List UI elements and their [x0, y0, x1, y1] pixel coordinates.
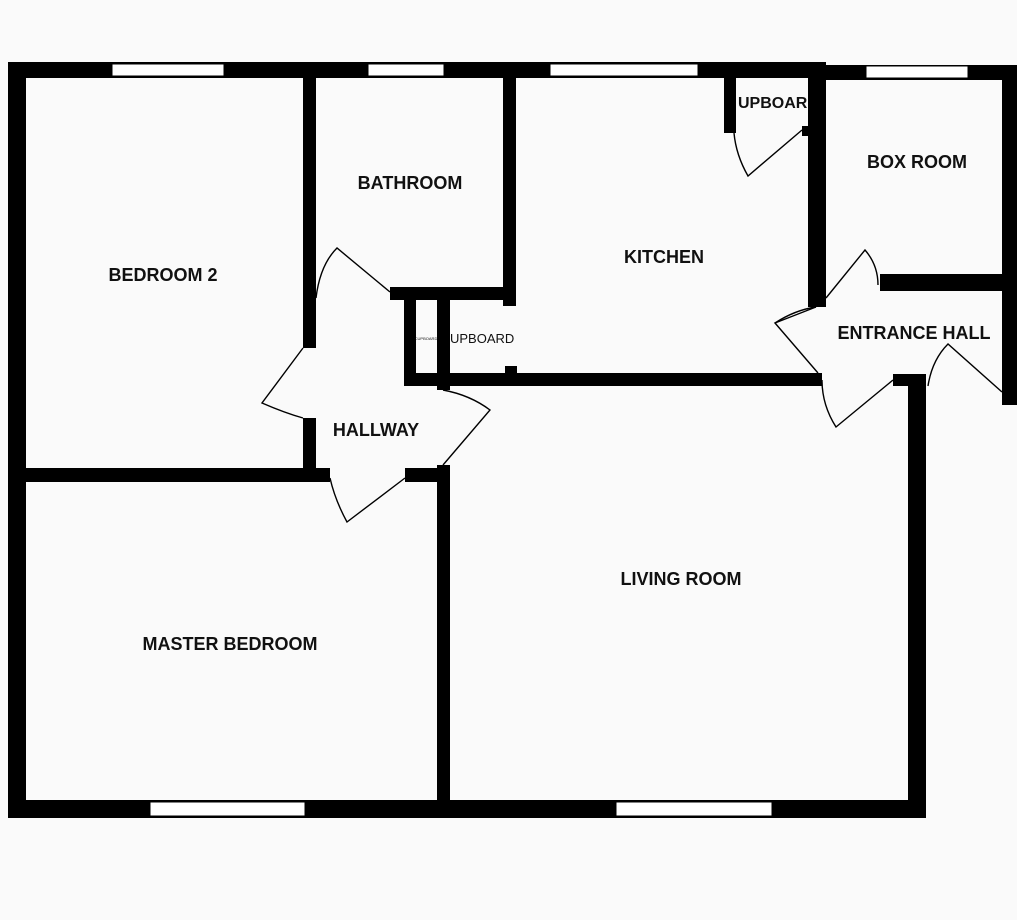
window [367, 63, 445, 77]
window [615, 801, 773, 817]
front-door [927, 343, 1003, 393]
label-living-room: LIVING ROOM [621, 569, 742, 589]
label-kitchen: KITCHEN [624, 247, 704, 267]
master-bedroom-door [329, 477, 406, 524]
window [549, 63, 699, 77]
kitchen-cupboard-door [733, 129, 803, 178]
label-bedroom-2: BEDROOM 2 [108, 265, 217, 285]
label-bathroom: BATHROOM [358, 173, 463, 193]
living-room-door [442, 389, 492, 466]
living-room-entry-door [821, 379, 894, 429]
windows [111, 63, 969, 817]
bathroom-door [315, 247, 391, 299]
doors [260, 129, 1003, 524]
label-box-room: BOX ROOM [867, 152, 967, 172]
window [111, 63, 225, 77]
label-hallway-cupboard: UPBOARD [450, 331, 514, 346]
label-kitchen-cupboard: UPBOAR [738, 95, 808, 112]
kitchen-door [773, 306, 819, 374]
label-entrance-hall: ENTRANCE HALL [838, 323, 991, 343]
kitchen-door-arc [774, 306, 817, 324]
label-hallway: HALLWAY [333, 420, 419, 440]
walls [8, 62, 1017, 818]
bedroom-2-door [260, 347, 304, 419]
room-labels: BEDROOM 2 BATHROOM KITCHEN UPBOAR BOX RO… [108, 95, 990, 654]
label-hallway-cupboard-small: CUPBOARD [415, 336, 438, 341]
box-room-door [825, 248, 879, 299]
window [149, 801, 306, 817]
label-master-bedroom: MASTER BEDROOM [143, 634, 318, 654]
window [865, 65, 969, 79]
